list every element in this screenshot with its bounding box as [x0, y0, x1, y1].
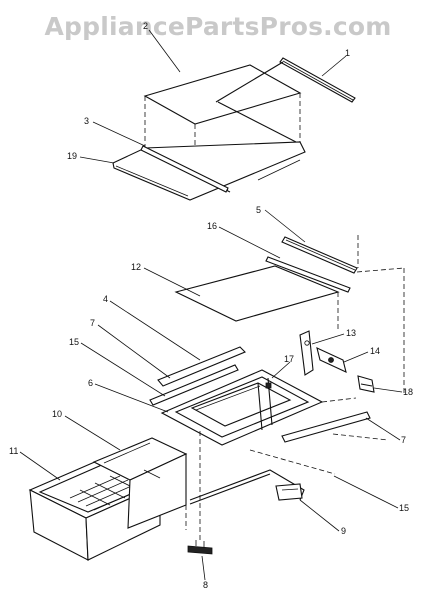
callout-9: 9: [341, 526, 346, 536]
callout-17: 17: [284, 354, 294, 364]
part-16-rail: [265, 256, 351, 293]
callout-2: 2: [143, 21, 148, 31]
hinge-parts: [299, 330, 375, 393]
crisper-drawer-assembly: [28, 437, 188, 561]
part-13-bracket: [299, 330, 314, 376]
part-3-rail: [140, 145, 229, 193]
callout-8: 8: [203, 580, 208, 590]
callout-13: 13: [346, 328, 356, 338]
callout-14: 14: [370, 346, 380, 356]
callout-7-right: 7: [401, 435, 406, 445]
callout-10: 10: [52, 409, 62, 419]
callout-15-right: 15: [399, 503, 409, 513]
callout-19: 19: [67, 151, 77, 161]
part-9-cover-bracket: [189, 469, 305, 505]
upper-shelf-assembly: [112, 57, 356, 201]
callout-7-left: 7: [90, 318, 95, 328]
callout-18: 18: [403, 387, 413, 397]
watermark: AppliancePartsPros.com: [44, 12, 392, 41]
callout-16: 16: [207, 221, 217, 231]
callout-3: 3: [84, 116, 89, 126]
callout-1: 1: [345, 48, 350, 58]
callout-4: 4: [103, 294, 108, 304]
leader-lines: [19, 29, 403, 581]
part-7-left-rail: [157, 346, 246, 387]
part-2-glass-shelf: [143, 64, 302, 125]
crisper-cover-assembly: [149, 346, 389, 475]
middle-shelf-assembly: [174, 235, 405, 396]
part-18-latch: [357, 375, 375, 393]
part-8-clip: [187, 430, 213, 555]
callout-labels: 1 2 3 19 5 16 12 4 7 15 6 17 13 14 18 7 …: [9, 21, 413, 590]
callout-12: 12: [131, 262, 141, 272]
callout-5: 5: [256, 205, 261, 215]
part-15-left-rail: [149, 364, 239, 406]
callout-11: 11: [9, 446, 18, 456]
part-7-right-rail: [281, 411, 371, 443]
callout-6: 6: [88, 378, 93, 388]
callout-15-left: 15: [69, 337, 79, 347]
